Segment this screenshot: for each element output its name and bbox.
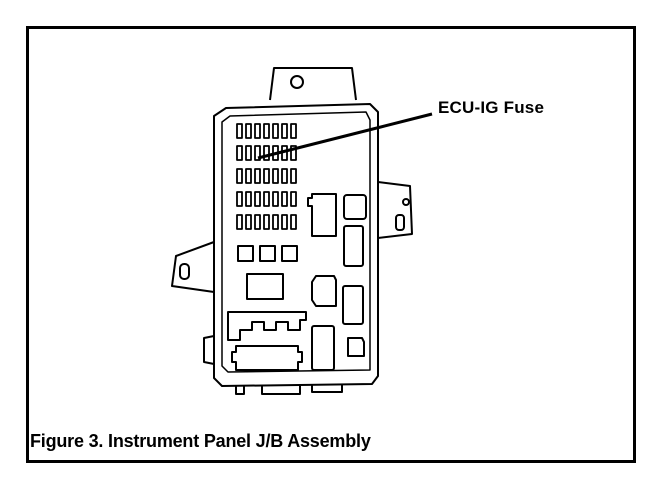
connector-small-lower-right [347,337,365,357]
left-mounting-tab [171,241,215,293]
figure-caption: Figure 3. Instrument Panel J/B Assembly [30,431,371,451]
top-tab-hole [290,75,304,89]
connector-upper-left [307,193,337,237]
connector-lower-left-bottom [231,345,303,371]
connector-lower-center [311,325,335,371]
relay-row [237,245,298,262]
housing-inner-lip [221,111,371,373]
right-tab-hole [402,198,410,206]
fuse-row-4 [236,191,297,207]
fuse-row-1 [236,123,297,139]
callout-label: ECU-IG Fuse [438,98,545,117]
left-tab-slot [179,263,190,280]
housing-outline [213,103,379,387]
connector-upper-right [343,194,367,220]
connector-small-center [311,275,337,307]
left-bottom-bracket [203,335,215,365]
connector-center [246,273,284,300]
fuse-grid [236,123,297,230]
fuse-row-2 [236,145,297,161]
bottom-clips [235,384,343,395]
top-mounting-tab [269,67,357,101]
connector-mid-right [343,225,364,267]
right-tab-slot [395,214,405,231]
fuse-row-3 [236,168,297,184]
fuse-row-5 [236,214,297,230]
callout-leader-line [257,112,433,160]
connector-lower-left-top [227,311,307,341]
connector-lower-right [342,285,364,325]
figure-frame [26,26,636,463]
right-mounting-tab [377,181,413,239]
